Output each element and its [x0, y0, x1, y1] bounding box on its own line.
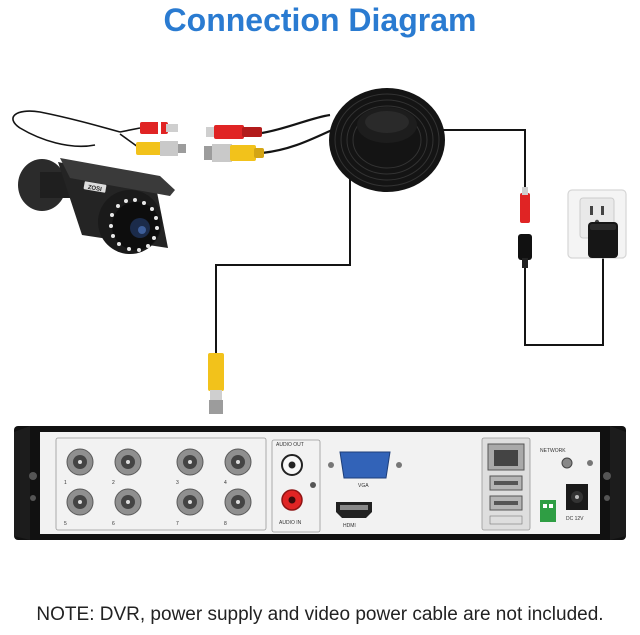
dvr-icon: 1 2 3 4 5 6 7 8 AUDIO OUT AUDIO IN: [14, 426, 626, 540]
dvr-bnc-cable-connector: [208, 353, 224, 414]
bnc-number: 8: [224, 521, 227, 527]
diagram-title: Connection Diagram: [163, 2, 477, 38]
dvr-vga-port: VGA: [328, 451, 402, 489]
dvr-audio-ports: AUDIO OUT AUDIO IN: [271, 439, 321, 533]
network-label: NETWORK: [540, 448, 566, 454]
cable-power-plug: [520, 187, 530, 223]
disclaimer-note: NOTE: DVR, power supply and video power …: [36, 604, 604, 625]
bnc-number: 7: [176, 521, 179, 527]
hdmi-label: HDMI: [343, 523, 356, 529]
bnc-number: 5: [64, 521, 67, 527]
dvr-hdmi-port: HDMI: [336, 502, 372, 529]
wires: [12, 110, 604, 355]
adapter-power-plug: [518, 234, 532, 268]
audio-out-label: AUDIO OUT: [276, 442, 304, 448]
bnc-number: 3: [176, 480, 179, 486]
bnc-number: 1: [64, 480, 67, 486]
bnc-number: 6: [112, 521, 115, 527]
extension-power-connector: [206, 125, 262, 139]
dvr-power-section: NETWORK DC 12V: [540, 448, 593, 522]
dvr-bnc-ports: 1 2 3 4 5 6 7 8: [55, 437, 267, 531]
cable-reel-icon: [329, 88, 445, 192]
audio-in-label: AUDIO IN: [279, 520, 302, 526]
dvr-ethernet-usb: [481, 437, 531, 531]
camera-bnc-connector: [136, 141, 186, 156]
extension-bnc-connector: [204, 144, 264, 162]
camera-brand-label: ZOSI: [87, 185, 102, 193]
power-label: DC 12V: [566, 516, 584, 522]
bnc-number: 2: [112, 480, 115, 486]
camera-power-connector: [140, 122, 178, 134]
bnc-number: 4: [224, 480, 227, 486]
camera-icon: ZOSI: [18, 158, 175, 254]
power-adapter-icon: [588, 222, 618, 258]
vga-label: VGA: [358, 483, 369, 489]
